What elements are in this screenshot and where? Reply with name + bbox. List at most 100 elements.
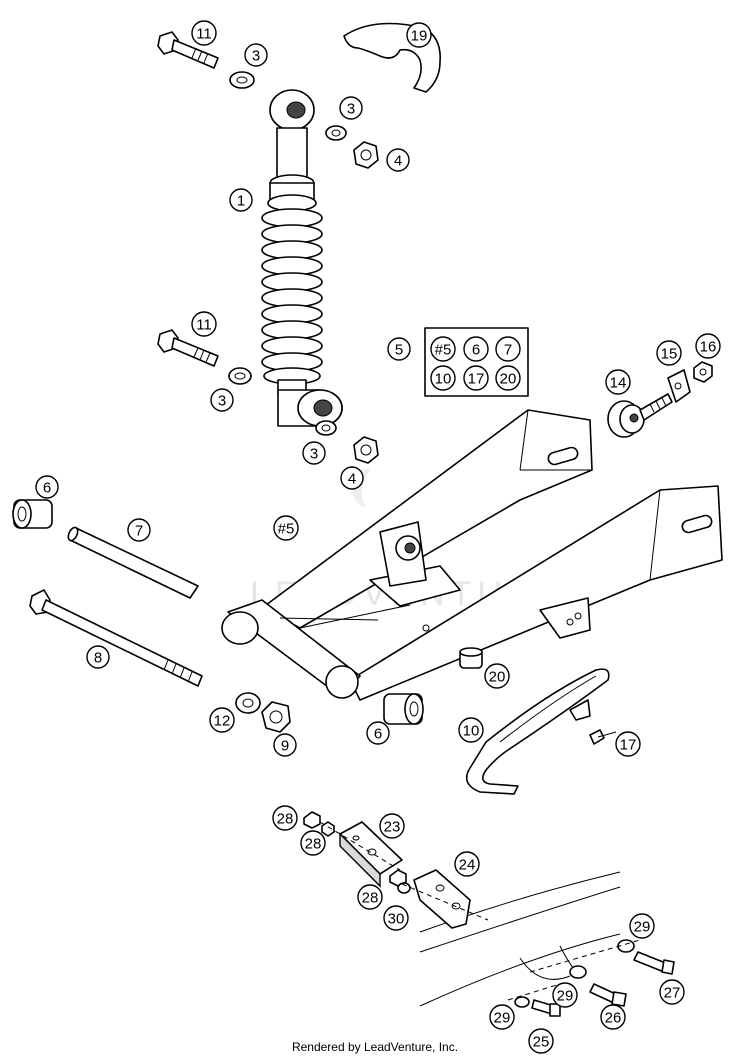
washer-upper-left[interactable] bbox=[229, 71, 255, 89]
callout-label: 28 bbox=[305, 836, 322, 853]
leader-line bbox=[401, 883, 489, 921]
washer-lower-left[interactable] bbox=[228, 367, 252, 385]
bolt-26[interactable] bbox=[589, 983, 627, 1007]
bolt-upper[interactable] bbox=[157, 31, 219, 69]
bushing-left[interactable] bbox=[12, 499, 53, 529]
nut-upper[interactable] bbox=[353, 141, 379, 169]
callout-c15[interactable]: 15 bbox=[656, 340, 682, 366]
small-nut-28a[interactable] bbox=[303, 811, 321, 829]
callout-c17[interactable]: 17 bbox=[615, 731, 641, 757]
callout-label: 29 bbox=[494, 1010, 511, 1027]
callout-c26[interactable]: 26 bbox=[600, 1004, 626, 1030]
callout-c8[interactable]: 8 bbox=[86, 645, 110, 669]
callout-label: 23 bbox=[384, 819, 401, 836]
mounting-plate[interactable] bbox=[413, 869, 471, 929]
callout-c29c[interactable]: 29 bbox=[489, 1004, 515, 1030]
callout-c12[interactable]: 12 bbox=[209, 707, 235, 733]
callout-c1[interactable]: 1 bbox=[229, 188, 253, 212]
adjuster-plate[interactable] bbox=[667, 369, 691, 403]
shock-absorber[interactable] bbox=[261, 89, 343, 427]
callout-c7[interactable]: 7 bbox=[127, 518, 151, 542]
callout-c5[interactable]: 5 bbox=[387, 337, 411, 361]
callout-c27[interactable]: 27 bbox=[659, 979, 685, 1005]
bolt-lower[interactable] bbox=[157, 329, 219, 367]
pivot-bolt[interactable] bbox=[29, 589, 203, 687]
callout-c10[interactable]: 10 bbox=[458, 717, 484, 743]
pivot-washer[interactable] bbox=[235, 692, 261, 714]
callout-label: 17 bbox=[620, 737, 637, 754]
callout-c9[interactable]: 9 bbox=[273, 733, 297, 757]
callout-c11b[interactable]: 11 bbox=[191, 311, 217, 337]
washer-lower-right[interactable] bbox=[315, 420, 337, 436]
chain-adjuster-bolt[interactable] bbox=[607, 393, 673, 438]
small-washer-30[interactable] bbox=[397, 882, 411, 894]
callout-c3c[interactable]: 3 bbox=[210, 388, 234, 412]
callout-c29a[interactable]: 29 bbox=[629, 913, 655, 939]
callout-c6b[interactable]: 6 bbox=[366, 721, 390, 745]
callout-c28b[interactable]: 28 bbox=[300, 830, 326, 856]
bushing-right[interactable] bbox=[383, 693, 424, 725]
callout-c29b[interactable]: 29 bbox=[552, 982, 578, 1008]
pivot-nut[interactable] bbox=[261, 701, 291, 733]
callout-label: 11 bbox=[196, 26, 212, 43]
kit-item-0[interactable]: #5 bbox=[430, 336, 456, 362]
kit-item-5[interactable]: 20 bbox=[495, 365, 521, 391]
callout-label: 6 bbox=[374, 726, 382, 743]
kit-item-3[interactable]: 10 bbox=[430, 365, 456, 391]
spacer-sleeve[interactable] bbox=[459, 647, 483, 669]
callout-c20[interactable]: 20 bbox=[484, 663, 510, 689]
callout-c11a[interactable]: 11 bbox=[191, 20, 217, 46]
pivot-tube[interactable] bbox=[66, 526, 199, 599]
washer-29-right[interactable] bbox=[569, 965, 587, 979]
callout-c23[interactable]: 23 bbox=[379, 813, 405, 839]
kit-item-1[interactable]: 6 bbox=[463, 336, 489, 362]
callout-c3a[interactable]: 3 bbox=[244, 43, 268, 67]
callout-c24[interactable]: 24 bbox=[454, 851, 480, 877]
callout-c30[interactable]: 30 bbox=[383, 905, 409, 931]
callout-c19[interactable]: 19 bbox=[406, 22, 432, 48]
callout-c5b[interactable]: #5 bbox=[273, 515, 299, 541]
callout-label: 12 bbox=[214, 713, 231, 730]
chain-slider-screw[interactable] bbox=[589, 729, 617, 745]
nut-lower[interactable] bbox=[353, 436, 379, 464]
kit-item-4[interactable]: 17 bbox=[463, 365, 489, 391]
callout-label: 29 bbox=[634, 919, 651, 936]
callout-label: 4 bbox=[348, 471, 356, 488]
small-nut-28b[interactable] bbox=[321, 821, 335, 837]
adjuster-nut[interactable] bbox=[693, 361, 713, 383]
callout-c4a[interactable]: 4 bbox=[386, 148, 410, 172]
callout-label: 19 bbox=[411, 28, 428, 45]
callout-label: 3 bbox=[218, 393, 226, 410]
callout-c16[interactable]: 16 bbox=[695, 333, 721, 359]
washer-29-left[interactable] bbox=[514, 996, 530, 1008]
bolt-27[interactable] bbox=[617, 939, 675, 975]
callout-c14[interactable]: 14 bbox=[605, 369, 631, 395]
callout-c3d[interactable]: 3 bbox=[302, 441, 326, 465]
kit-item-label: 20 bbox=[500, 371, 517, 388]
kit-item-label: 10 bbox=[435, 371, 452, 388]
callout-label: 16 bbox=[700, 339, 717, 356]
kit-item-label: 17 bbox=[468, 371, 485, 388]
leader-line bbox=[529, 939, 641, 973]
callout-c4b[interactable]: 4 bbox=[340, 466, 364, 490]
callout-label: 26 bbox=[605, 1010, 622, 1027]
callout-c28a[interactable]: 28 bbox=[272, 805, 298, 831]
callout-c25[interactable]: 25 bbox=[528, 1028, 554, 1054]
callout-label: 6 bbox=[43, 480, 51, 497]
kit-item-2[interactable]: 7 bbox=[495, 336, 521, 362]
callout-c28c[interactable]: 28 bbox=[357, 884, 383, 910]
callout-label: #5 bbox=[278, 521, 295, 538]
bracket-block[interactable] bbox=[339, 821, 403, 888]
small-nut-28c[interactable] bbox=[389, 869, 407, 887]
callout-label: 7 bbox=[135, 523, 143, 540]
bolt-25[interactable] bbox=[531, 999, 561, 1017]
kit-item-label: 6 bbox=[472, 342, 480, 359]
chain-slider[interactable] bbox=[465, 668, 610, 795]
washer-upper-right[interactable] bbox=[325, 125, 347, 141]
callout-label: 24 bbox=[459, 857, 476, 874]
swing-arm[interactable] bbox=[221, 409, 723, 701]
callout-c6a[interactable]: 6 bbox=[35, 475, 59, 499]
callout-c3b[interactable]: 3 bbox=[339, 96, 363, 120]
